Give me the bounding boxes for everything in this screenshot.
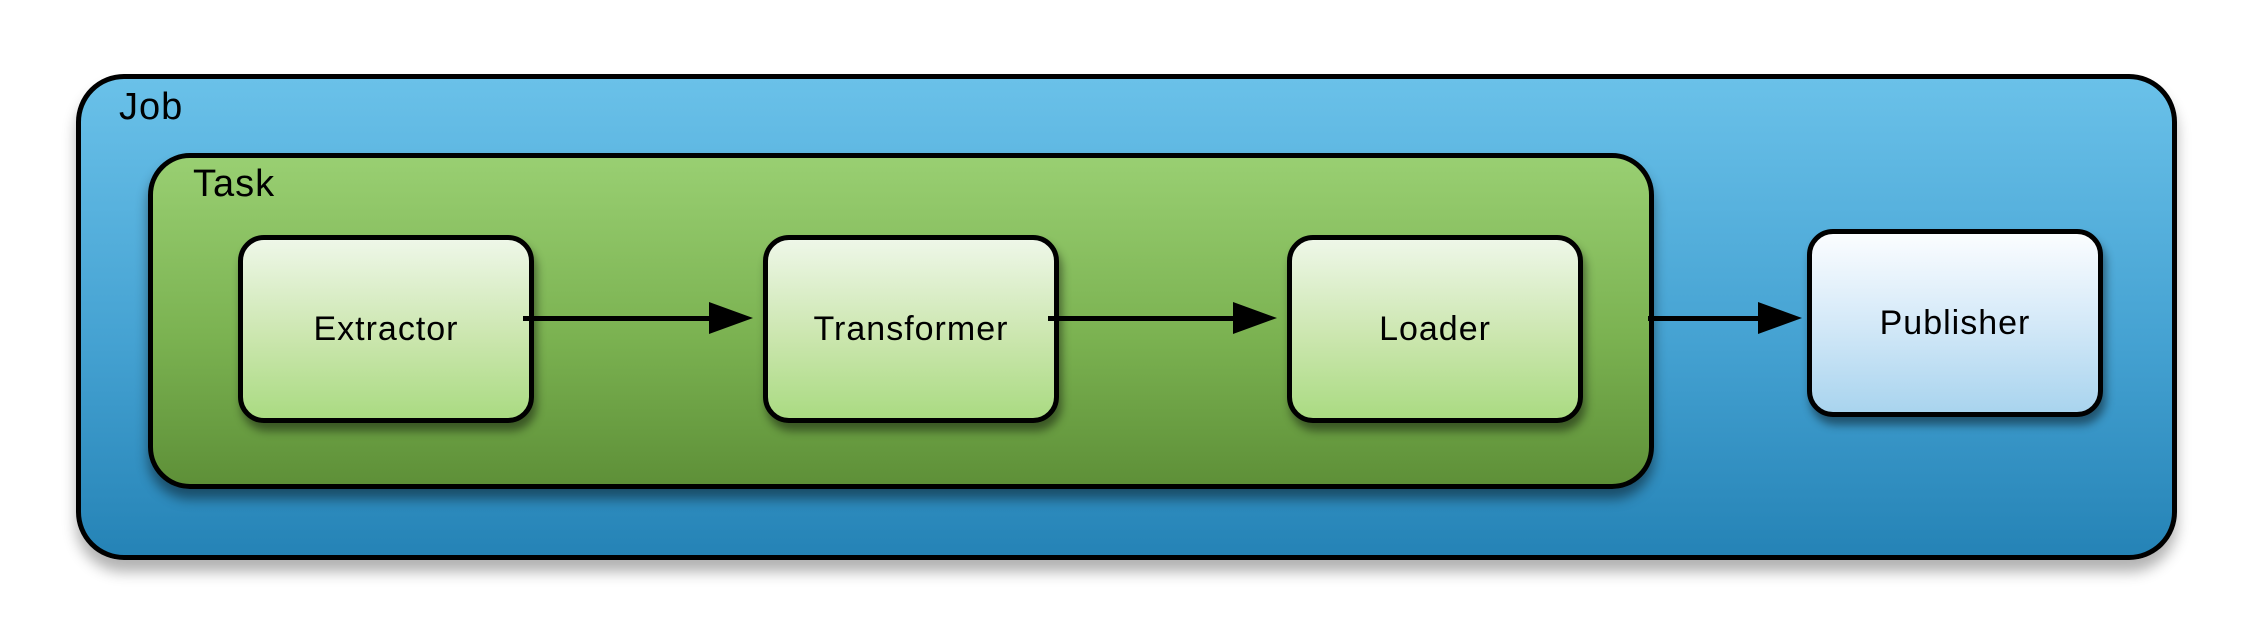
node-loader: Loader [1287, 235, 1583, 423]
task-label: Task [193, 163, 276, 205]
arrow-transformer-to-loader [1048, 302, 1277, 334]
node-transformer-label: Transformer [813, 309, 1009, 348]
node-publisher: Publisher [1807, 229, 2103, 417]
arrow-extractor-to-transformer [523, 302, 753, 334]
job-container: Job Task Extractor Transformer Loader Pu… [76, 74, 2177, 560]
arrow-head-icon [709, 302, 753, 334]
task-container: Task Extractor Transformer Loader [148, 153, 1654, 489]
node-extractor-label: Extractor [313, 309, 459, 348]
node-publisher-label: Publisher [1879, 303, 2031, 342]
arrow-shaft [1048, 316, 1237, 321]
node-loader-label: Loader [1379, 309, 1491, 348]
arrow-loader-to-publisher [1648, 302, 1802, 334]
arrow-head-icon [1758, 302, 1802, 334]
arrow-shaft [1648, 316, 1762, 321]
arrow-head-icon [1233, 302, 1277, 334]
node-transformer: Transformer [763, 235, 1059, 423]
arrow-shaft [523, 316, 713, 321]
node-extractor: Extractor [238, 235, 534, 423]
job-label: Job [119, 86, 184, 128]
